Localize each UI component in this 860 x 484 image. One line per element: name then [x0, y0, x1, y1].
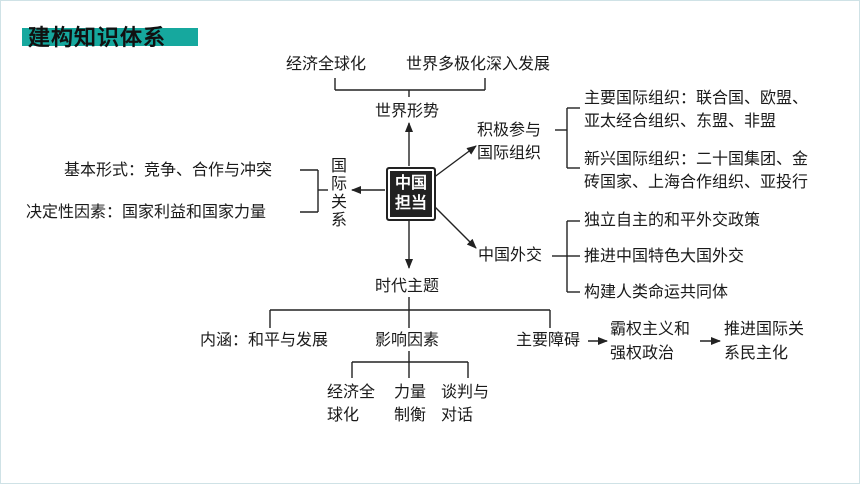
- world-item-multipolarity: 世界多极化深入发展: [406, 54, 551, 73]
- section-title: 建构知识体系: [28, 26, 167, 51]
- center-node-line2: 担当: [394, 193, 427, 212]
- influencing-factors-label: 影响因素: [375, 330, 440, 349]
- world-item-globalization: 经济全球化: [286, 54, 367, 73]
- obstacle-hegemonism-line1: 霸权主义和: [610, 319, 691, 338]
- obstacle-hegemonism-line2: 强权政治: [610, 343, 675, 362]
- emerging-orgs-line1: 新兴国际组织：二十国集团、金: [584, 149, 809, 168]
- intl-relations-label-char4: 系: [331, 210, 348, 229]
- major-orgs-line1: 主要国际组织：联合国、欧盟、: [584, 88, 809, 107]
- diplomacy-item-independent-peace: 独立自主的和平外交政策: [584, 210, 761, 229]
- section-header: 建构知识体系: [22, 20, 198, 51]
- diplomacy-label: 中国外交: [478, 245, 543, 264]
- center-node-china-responsibility: 中国 担当: [386, 167, 436, 221]
- emerging-orgs-line2: 砖国家、上海合作组织、亚投行: [584, 172, 809, 191]
- diplomacy-item-shared-future: 构建人类命运共同体: [584, 282, 729, 301]
- factor-globalization-line2: 球化: [327, 405, 360, 424]
- factor-negotiation-line2: 对话: [441, 405, 474, 424]
- intl-relations-label-char1: 国: [331, 156, 348, 175]
- intl-relations-decisive-factors: 决定性因素：国家利益和国家力量: [26, 202, 267, 221]
- main-obstacle-label: 主要障碍: [516, 330, 581, 349]
- major-orgs-line2: 亚太经合组织、东盟、非盟: [584, 111, 777, 130]
- center-node-line1: 中国: [394, 173, 427, 192]
- intl-relations-label-char2: 际: [331, 174, 348, 193]
- world-situation-label: 世界形势: [375, 101, 440, 120]
- solution-democratization-line1: 推进国际关: [724, 319, 805, 338]
- intl-orgs-label-line2: 国际组织: [477, 143, 542, 162]
- intl-relations-basic-forms: 基本形式：竞争、合作与冲突: [64, 160, 273, 179]
- factor-balance-line1: 力量: [394, 382, 427, 401]
- diplomacy-item-major-country: 推进中国特色大国外交: [584, 246, 745, 265]
- arrow-to-intl-orgs: [432, 145, 477, 179]
- arrow-to-diplomacy: [432, 204, 477, 249]
- factor-negotiation-line1: 谈判与: [441, 382, 490, 401]
- header-highlight-band: [22, 28, 198, 46]
- factor-globalization-line1: 经济全: [327, 382, 376, 401]
- theme-connotation: 内涵：和平与发展: [200, 330, 329, 349]
- era-theme-label: 时代主题: [375, 276, 440, 295]
- solution-democratization-line2: 系民主化: [724, 343, 789, 362]
- factor-balance-line2: 制衡: [394, 405, 427, 424]
- intl-orgs-label-line1: 积极参与: [477, 120, 542, 139]
- intl-relations-label-char3: 关: [331, 192, 348, 211]
